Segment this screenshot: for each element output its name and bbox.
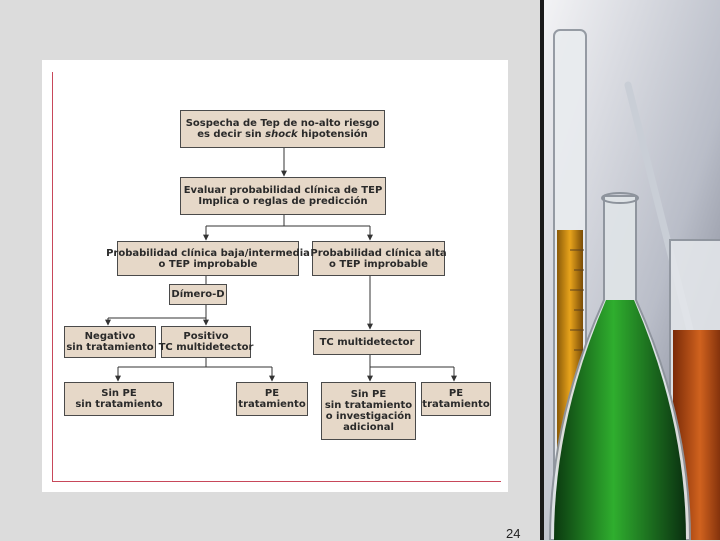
node-pe-right-line1: PE — [448, 388, 464, 399]
node-no-pe-left-line2: sin tratamiento — [75, 399, 163, 410]
node-evaluate-line1: Evaluar probabilidad clínica de TEP — [183, 185, 383, 196]
node-probability-low-line1: Probabilidad clínica baja/intermedia — [106, 247, 310, 259]
node-pe-left: PE tratamiento — [236, 382, 308, 416]
frame-left-line — [52, 72, 53, 482]
node-negative-line2: sin tratamiento — [66, 342, 154, 353]
frame-bottom-line — [52, 481, 501, 482]
node-suspicion-line1: Sospecha de Tep de no-alto riesgo — [185, 118, 380, 129]
node-tc-multidetector: TC multidetector — [313, 330, 421, 355]
node-pe-right-line2: tratamiento — [422, 399, 490, 410]
lab-glassware-photo — [540, 0, 720, 540]
node-suspicion: Sospecha de Tep de no-alto riesgo es dec… — [180, 110, 385, 148]
node-no-pe-right-line3: o investigación — [325, 411, 412, 422]
node-probability-low: Probabilidad clínica baja/intermedia o T… — [106, 241, 310, 276]
node-probability-high: Probabilidad clínica alta o TEP improbab… — [310, 241, 447, 276]
node-positive-line1: Positivo — [183, 331, 229, 342]
node-probability-low-line2: o TEP improbable — [158, 258, 258, 270]
node-no-pe-right-line1: Sin PE — [350, 389, 387, 400]
node-negative-line1: Negativo — [84, 331, 136, 342]
node-probability-high-line1: Probabilidad clínica alta — [310, 247, 447, 259]
node-suspicion-line2: es decir sin shock hipotensión — [197, 129, 368, 140]
node-no-pe-left: Sin PE sin tratamiento — [64, 382, 174, 416]
flask-green-liquid — [554, 300, 686, 540]
node-evaluate-probability: Evaluar probabilidad clínica de TEP Impl… — [180, 177, 386, 215]
node-no-pe-left-line1: Sin PE — [101, 388, 137, 399]
node-suspicion-line2-c: hipotensión — [297, 129, 368, 140]
node-positive: Positivo TC multidetector — [158, 326, 254, 358]
node-positive-line2: TC multidetector — [158, 342, 254, 353]
node-probability-high-line2: o TEP improbable — [329, 258, 428, 270]
node-no-pe-right: Sin PE sin tratamiento o investigación a… — [321, 382, 416, 440]
node-suspicion-line2-a: es decir sin — [197, 129, 266, 140]
node-no-pe-right-line4: adicional — [343, 422, 394, 433]
node-tc-multidetector-label: TC multidetector — [319, 337, 415, 348]
node-no-pe-right-line2: sin tratamiento — [324, 400, 413, 411]
node-d-dimer-label: Dímero-D — [171, 289, 225, 300]
node-pe-right: PE tratamiento — [421, 382, 491, 416]
page-number: 24 — [506, 526, 521, 541]
node-pe-left-line2: tratamiento — [238, 399, 306, 410]
node-pe-left-line1: PE — [264, 388, 280, 399]
node-d-dimer: Dímero-D — [169, 284, 227, 305]
node-evaluate-line2: Implica o reglas de predicción — [198, 196, 368, 207]
node-negative: Negativo sin tratamiento — [64, 326, 156, 358]
node-suspicion-line2-shock: shock — [265, 129, 298, 140]
